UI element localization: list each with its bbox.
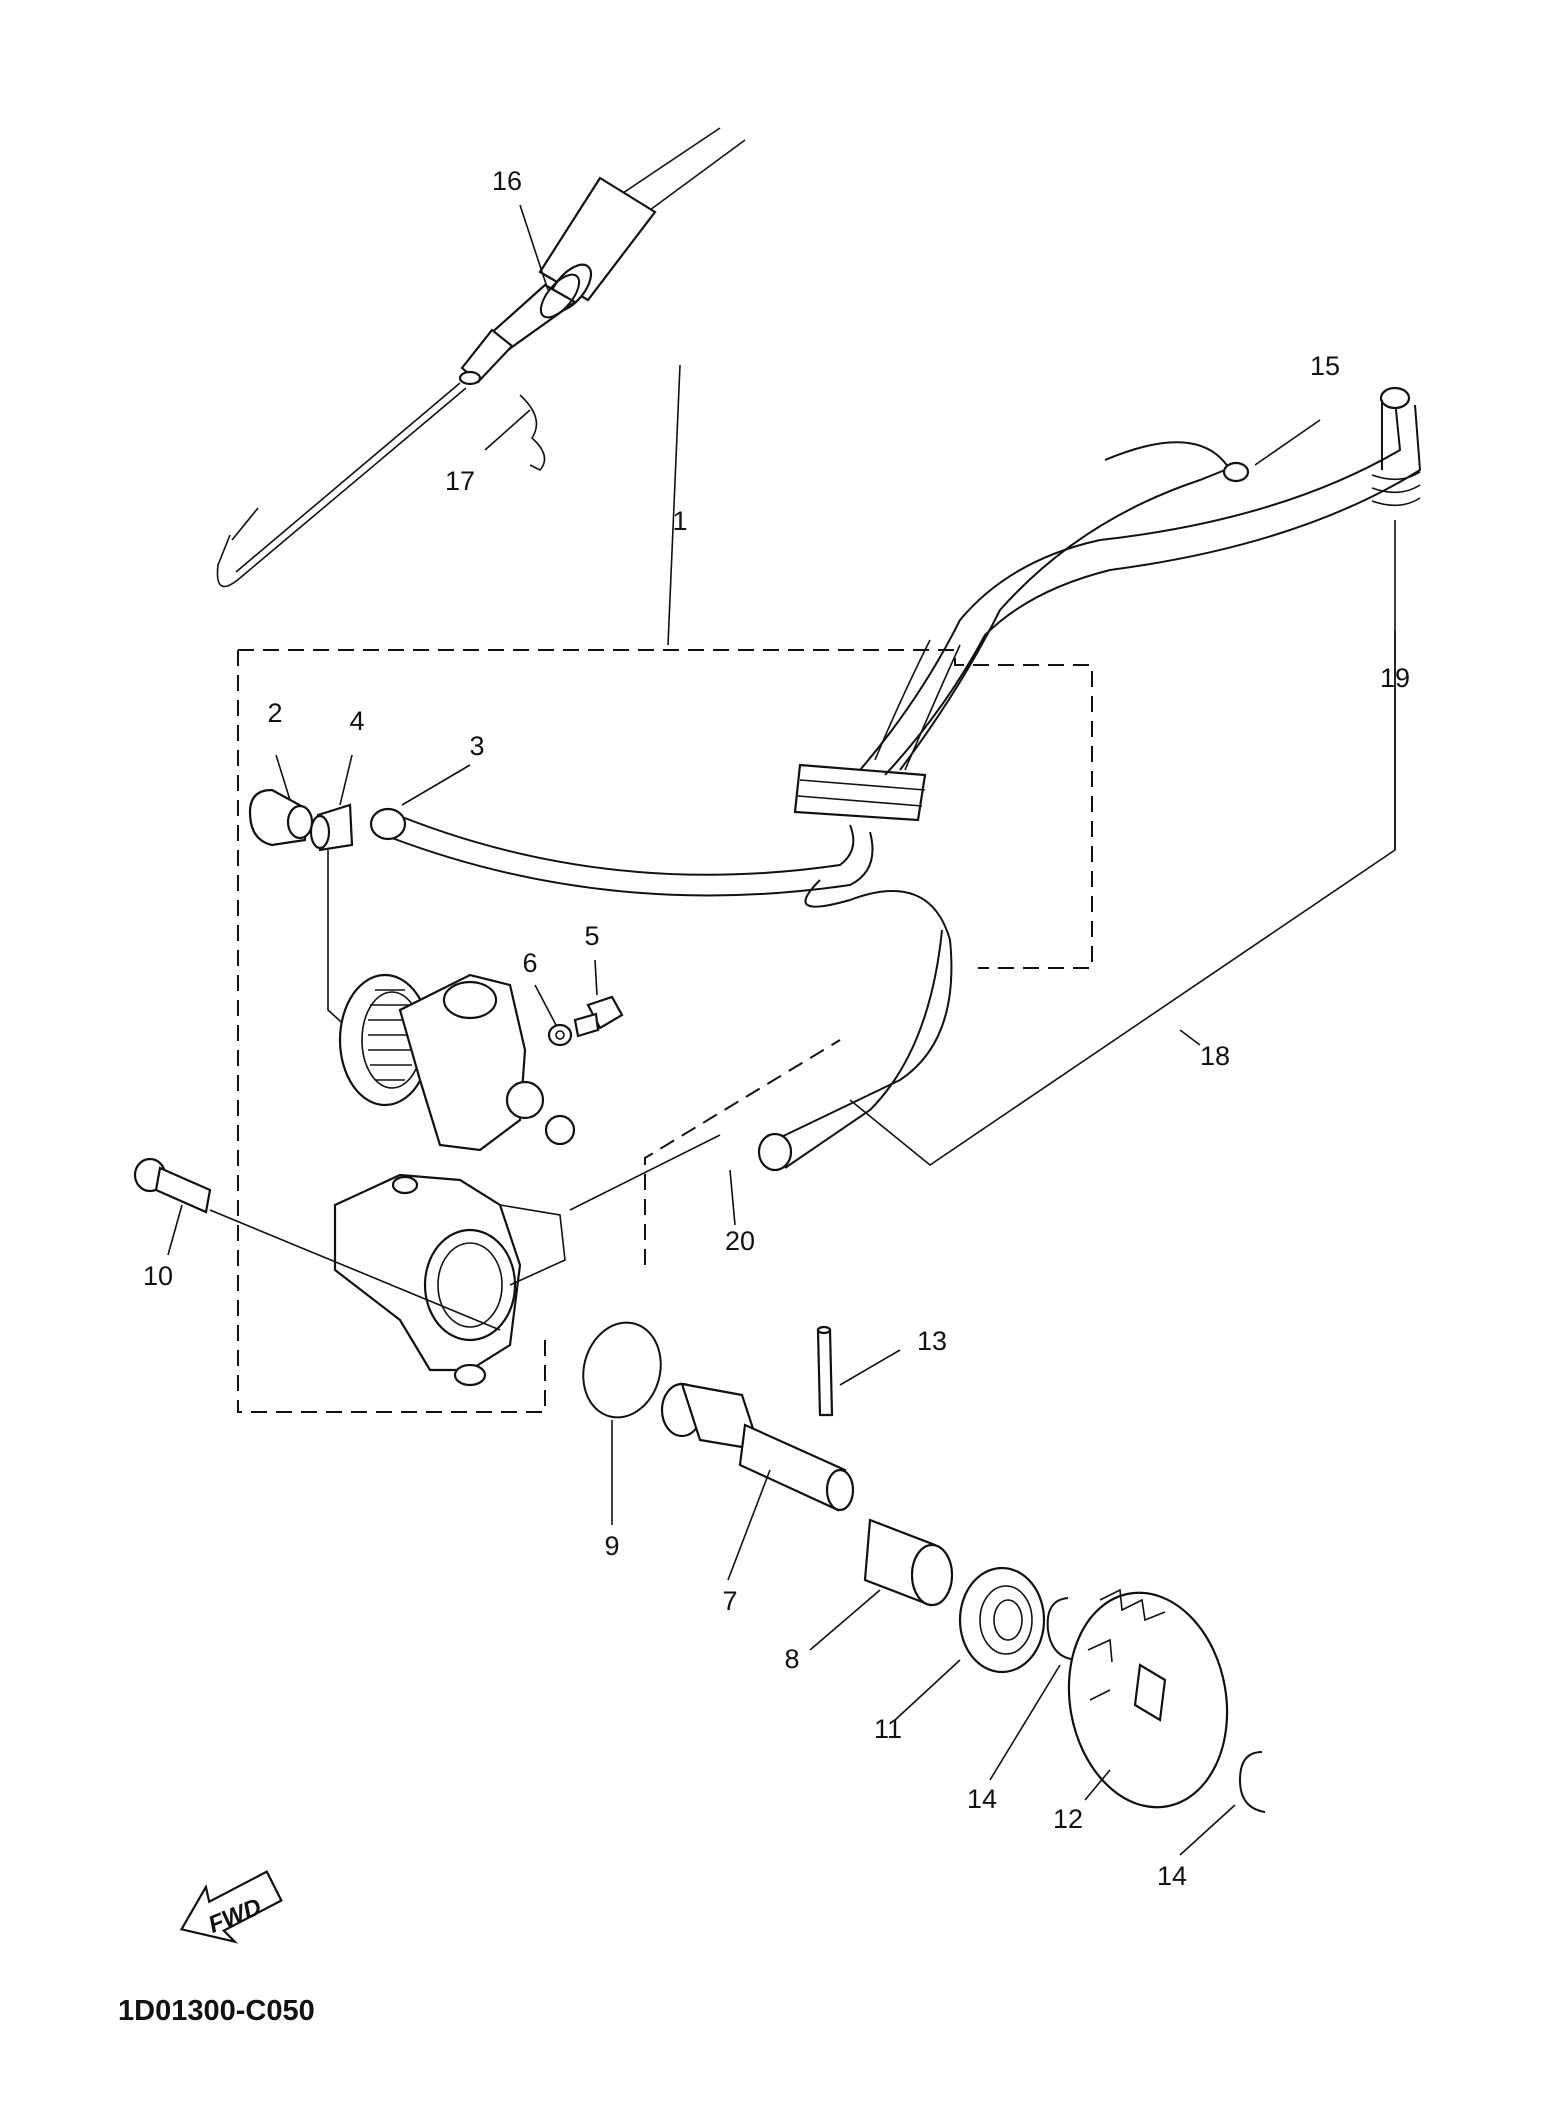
diagram-part-code: 1D01300-C050 [118,1995,315,2027]
oil-pump-body [333,973,576,1387]
callout-9: 9 [604,1531,619,1561]
fittings [248,788,624,1047]
callout-17: 17 [445,466,475,496]
callout-8: 8 [784,1644,799,1674]
oil-hoses [369,386,1422,1172]
callout-labels: 1 2 3 4 5 6 7 8 9 10 11 12 13 14 14 15 1… [143,166,1410,1891]
callout-20: 20 [725,1226,755,1256]
callout-11: 11 [874,1714,902,1744]
callout-2: 2 [267,698,282,728]
callout-1: 1 [672,506,687,536]
callout-14a: 14 [967,1784,997,1814]
callout-5: 5 [584,921,599,951]
callout-12: 12 [1053,1804,1083,1834]
pump-shaft [660,1325,855,1512]
callout-19: 19 [1380,663,1410,693]
throttle-cable-assembly [216,127,746,588]
o-ring-9 [582,1321,662,1419]
gear-and-circlips [1046,1588,1266,1813]
callout-7: 7 [722,1586,737,1616]
callout-3: 3 [469,731,484,761]
bushing-and-bearing [863,1518,1046,1674]
bolt-10 [133,1157,501,1331]
fwd-arrow: FWD [179,1870,283,1944]
callout-16: 16 [492,166,522,196]
callout-4: 4 [349,706,364,736]
callout-10: 10 [143,1261,173,1291]
callout-18: 18 [1200,1041,1230,1071]
callout-6: 6 [522,948,537,978]
callout-14b: 14 [1157,1861,1187,1891]
callout-15: 15 [1310,351,1340,381]
leader-lines [167,204,1396,1856]
callout-13: 13 [917,1326,947,1356]
assembly-outline [237,649,1093,1413]
